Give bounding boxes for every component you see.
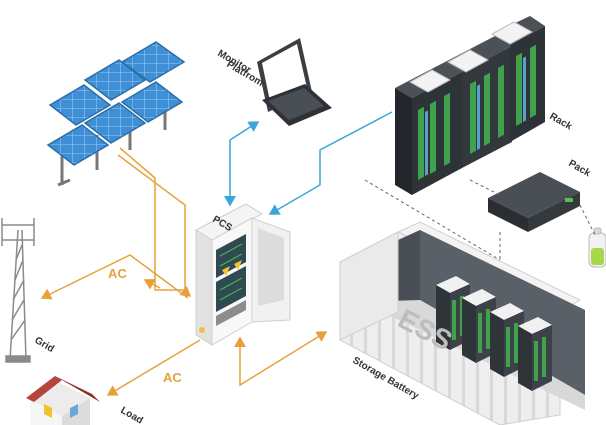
solar-array [46,41,186,187]
pcs-cabinet: PCS [194,203,291,346]
pcs-container-flow [234,331,328,387]
battery-rack: Rack [395,16,574,195]
solar-panel [120,81,184,123]
monitor-platform-laptop: Monitor Platfrom [216,38,332,126]
warning-triangle-icon [222,266,230,276]
solar-panel [83,59,147,101]
battery-cell [588,227,606,268]
solar-dc-flow [119,147,186,291]
rack-to-container-link [364,179,501,261]
grid-label: Grid [33,335,56,355]
pcs-grid-return-flow [143,278,161,290]
rack-top-module [490,21,534,45]
load-label: Load [119,405,145,425]
rack-top-module [408,69,452,93]
solar-to-pcs-flow [117,154,192,297]
solar-panel [48,84,112,126]
rack-to-pack-link [469,179,501,196]
rack-top-module [446,49,490,73]
rack-pcs-signal [268,111,393,215]
warning-triangle-icon [234,260,242,270]
pcs-to-grid-flow [40,254,189,300]
solar-panel [46,124,110,166]
container-rack [518,317,552,391]
monitor-pcs-signal [224,121,260,207]
ac-grid-label: AC [108,266,127,281]
rack-label: Rack [548,111,575,133]
ac-load-label: AC [163,370,182,385]
solar-panel [83,102,147,144]
storage-battery-container: ESS Storage Battery [339,221,585,425]
battery-pack: Pack [488,158,593,232]
pcs-to-load-flow [106,339,201,396]
grid-tower: Grid [1,218,56,363]
house-load: Load [26,376,145,425]
pack-to-cell-link [579,204,596,236]
pack-label: Pack [567,158,593,179]
solar-panel [120,41,186,83]
